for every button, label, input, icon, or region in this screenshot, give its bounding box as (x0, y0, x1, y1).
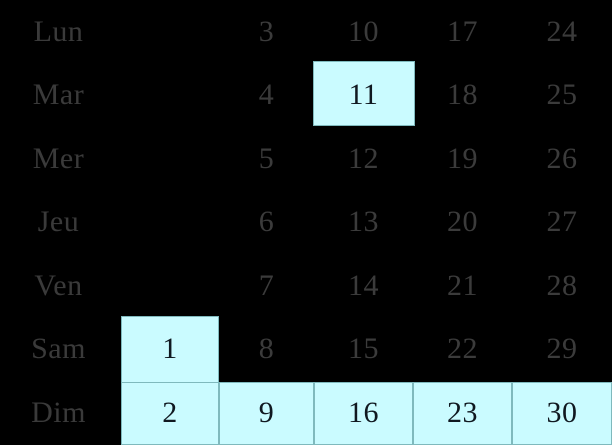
date-cell-28[interactable]: 28 (546, 268, 578, 302)
date-cell-25[interactable]: 25 (546, 78, 578, 112)
day-label-mar: Mar (32, 78, 85, 112)
day-label-ven: Ven (34, 268, 83, 302)
date-cell-12[interactable]: 12 (348, 141, 379, 175)
date-cell-3[interactable]: 3 (258, 14, 275, 48)
date-cell-27[interactable]: 27 (546, 205, 578, 239)
highlight-date-30[interactable] (512, 382, 612, 445)
day-label-sam: Sam (31, 332, 86, 366)
date-cell-19[interactable]: 19 (447, 141, 478, 175)
date-cell-30[interactable]: 30 (546, 395, 578, 429)
date-cell-5[interactable]: 5 (258, 141, 275, 175)
date-cell-1[interactable]: 1 (162, 332, 178, 366)
highlight-date-9[interactable] (219, 382, 314, 445)
day-label-dim: Dim (31, 395, 86, 429)
highlight-date-11[interactable] (313, 61, 415, 126)
date-cell-4[interactable]: 4 (258, 78, 275, 112)
date-cell-26[interactable]: 26 (546, 141, 578, 175)
day-label-jeu: Jeu (37, 205, 80, 239)
date-cell-jeu-w1 (121, 191, 219, 255)
date-cell-22[interactable]: 22 (447, 332, 478, 366)
date-cell-2[interactable]: 2 (162, 395, 178, 429)
date-cell-11[interactable]: 11 (348, 78, 379, 112)
date-cell-24[interactable]: 24 (546, 14, 578, 48)
date-cell-10[interactable]: 10 (348, 14, 379, 48)
date-cell-7[interactable]: 7 (258, 268, 275, 302)
date-cell-21[interactable]: 21 (447, 268, 478, 302)
date-cell-15[interactable]: 15 (348, 332, 379, 366)
date-cell-18[interactable]: 18 (447, 78, 478, 112)
date-cell-14[interactable]: 14 (348, 268, 379, 302)
date-cell-ven-w1 (121, 254, 219, 318)
day-label-mer: Mer (32, 141, 85, 175)
date-cell-20[interactable]: 20 (447, 205, 478, 239)
date-cell-17[interactable]: 17 (447, 14, 478, 48)
date-cell-mar-w1 (121, 64, 219, 128)
date-cell-9[interactable]: 9 (258, 395, 275, 429)
day-label-lun: Lun (33, 14, 84, 48)
date-cell-29[interactable]: 29 (546, 332, 578, 366)
highlight-date-16[interactable] (314, 382, 413, 445)
date-cell-mer-w1 (121, 127, 219, 191)
date-cell-13[interactable]: 13 (348, 205, 379, 239)
date-cell-lun-w1 (121, 0, 219, 64)
date-cell-8[interactable]: 8 (258, 332, 275, 366)
date-cell-6[interactable]: 6 (258, 205, 275, 239)
date-cell-23[interactable]: 23 (447, 395, 478, 429)
highlight-date-1[interactable] (121, 316, 219, 383)
date-cell-16[interactable]: 16 (348, 395, 379, 429)
highlight-date-23[interactable] (413, 382, 512, 445)
